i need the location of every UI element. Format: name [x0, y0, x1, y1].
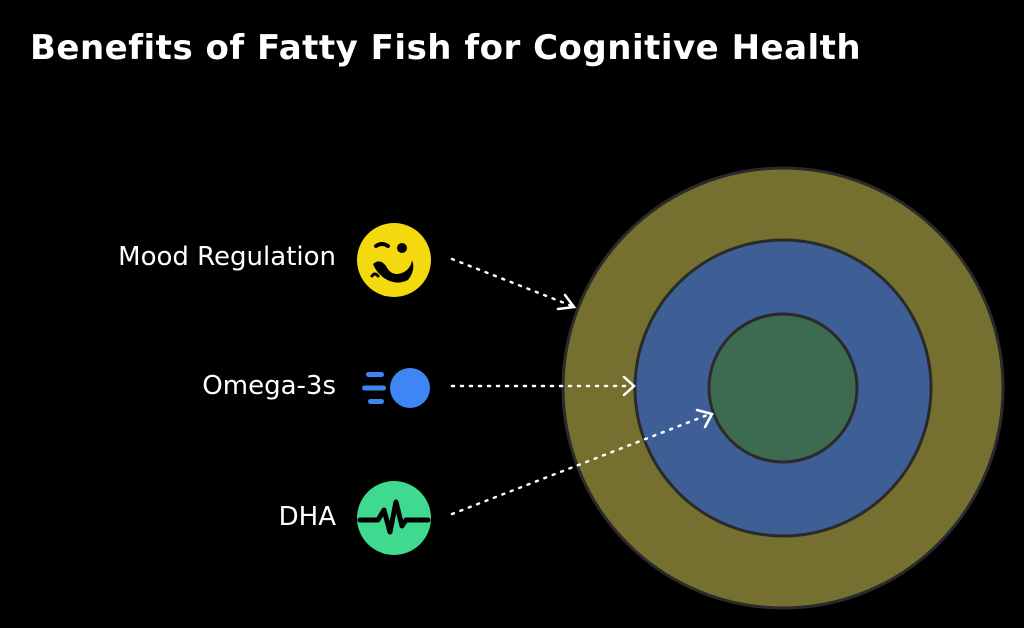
label-mood-regulation: Mood Regulation — [118, 242, 336, 272]
inner-ring — [707, 312, 859, 464]
label-dha: DHA — [278, 502, 336, 532]
arrow-omega-3s — [450, 375, 636, 397]
speed-circle-icon — [362, 368, 430, 408]
arrow-mood-regulation — [450, 257, 577, 311]
face-icon — [357, 223, 431, 297]
arrow-dha — [450, 408, 714, 516]
heartbeat-icon — [357, 481, 431, 555]
page-title: Benefits of Fatty Fish for Cognitive Hea… — [30, 28, 862, 68]
label-omega-3s: Omega-3s — [202, 371, 336, 401]
